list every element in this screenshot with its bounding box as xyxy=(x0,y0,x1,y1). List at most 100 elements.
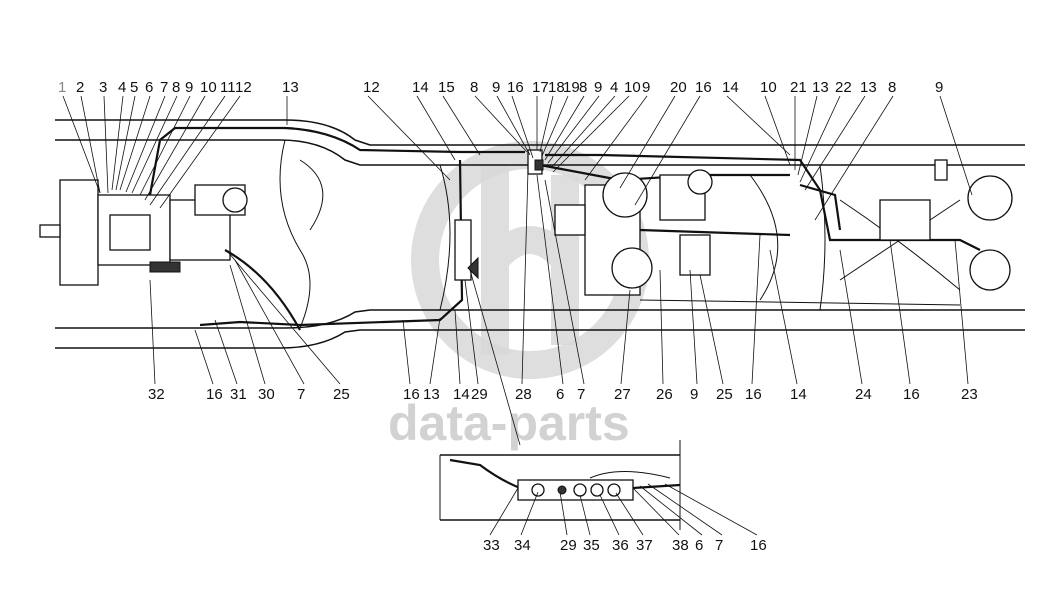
callout-label: 2 xyxy=(76,79,84,96)
callout-leader xyxy=(429,317,441,385)
callout-leader xyxy=(814,95,894,221)
callout-leader xyxy=(619,95,676,189)
inset-callout-label: 33 xyxy=(483,537,500,554)
callout-label: 25 xyxy=(716,386,733,403)
callout-leader xyxy=(119,95,151,191)
callout-label: 14 xyxy=(722,79,739,96)
rear-brake-assembly xyxy=(554,159,1013,296)
callout-leader xyxy=(454,309,461,385)
callout-leader xyxy=(62,95,101,194)
callout-leader xyxy=(103,95,109,194)
callout-label: 6 xyxy=(556,386,564,403)
callout-leader xyxy=(664,483,758,536)
inset-leader-line xyxy=(469,269,521,446)
callout-leader xyxy=(615,492,644,536)
callout-label: 13 xyxy=(812,79,829,96)
callout-label: 1 xyxy=(58,79,66,96)
callout-label: 4 xyxy=(610,79,618,96)
callout-leader xyxy=(547,95,600,164)
inset-detail xyxy=(439,440,681,530)
inset-callout-label: 35 xyxy=(583,537,600,554)
callout-leader xyxy=(139,95,191,196)
callout-leader xyxy=(599,494,620,536)
callout-label: 7 xyxy=(297,386,305,403)
callout-label: 27 xyxy=(614,386,631,403)
engine-block xyxy=(39,179,248,286)
callout-label: 10 xyxy=(624,79,641,96)
callout-label: 28 xyxy=(515,386,532,403)
callout-label: 16 xyxy=(507,79,524,96)
callout-leader xyxy=(227,251,341,385)
callout-label: 30 xyxy=(258,386,275,403)
callout-leader xyxy=(402,319,411,385)
junction-parts xyxy=(454,149,544,281)
callout-label: 24 xyxy=(855,386,872,403)
callout-leader xyxy=(954,239,969,385)
callout-leader xyxy=(544,179,585,385)
callout-leader xyxy=(149,95,226,206)
callout-label: 7 xyxy=(160,79,168,96)
callout-leader xyxy=(511,95,534,159)
callout-leader xyxy=(769,249,798,385)
callout-leader xyxy=(751,234,761,385)
callout-leaders xyxy=(62,95,973,536)
callout-leader xyxy=(659,269,664,385)
callout-leader xyxy=(234,259,305,385)
callout-leader xyxy=(442,95,481,156)
callout-leader xyxy=(552,95,630,173)
callout-label: 16 xyxy=(206,386,223,403)
callout-label: 12 xyxy=(363,79,380,96)
callout-label: 4 xyxy=(118,79,126,96)
callout-leader xyxy=(541,95,569,157)
callout-leader xyxy=(496,95,531,156)
callout-leader xyxy=(539,95,554,153)
callout-leader xyxy=(144,95,206,201)
callout-label: 11 xyxy=(220,79,236,96)
callout-leader xyxy=(520,491,539,536)
callout-label: 13 xyxy=(282,79,299,96)
inset-callout-label: 29 xyxy=(560,537,577,554)
watermark-text: data-parts xyxy=(388,395,630,451)
callout-label: 21 xyxy=(790,79,807,96)
callout-leader xyxy=(149,279,156,385)
callout-leader xyxy=(131,95,178,194)
callout-label: 9 xyxy=(690,386,698,403)
callout-leader xyxy=(80,95,101,194)
callout-leader xyxy=(799,95,841,183)
callout-label: 26 xyxy=(656,386,673,403)
inset-callout-label: 7 xyxy=(715,537,723,554)
callout-leader xyxy=(125,95,166,193)
callout-label: 32 xyxy=(148,386,165,403)
callout-label: 29 xyxy=(471,386,488,403)
callout-label: 19 xyxy=(563,79,580,96)
callout-leader xyxy=(536,174,564,385)
callout-label: 15 xyxy=(438,79,455,96)
callout-leader xyxy=(194,329,214,385)
callout-leader xyxy=(764,95,791,166)
callout-label: 9 xyxy=(935,79,943,96)
callout-label: 9 xyxy=(594,79,602,96)
callout-label: 18 xyxy=(548,79,565,96)
callout-leader xyxy=(647,483,723,536)
inset-callout-label: 38 xyxy=(672,537,689,554)
callout-leader xyxy=(620,289,631,385)
inset-callout-label: 37 xyxy=(636,537,653,554)
callout-leader xyxy=(579,494,591,536)
callout-label: 3 xyxy=(99,79,107,96)
callout-label: 16 xyxy=(745,386,762,403)
callout-label: 14 xyxy=(453,386,470,403)
callout-leader xyxy=(464,279,479,385)
callout-leader xyxy=(229,264,266,385)
callout-leader xyxy=(474,95,528,153)
callout-leader xyxy=(632,487,680,536)
callout-label: 10 xyxy=(200,79,217,96)
callout-label: 14 xyxy=(412,79,429,96)
callout-leader xyxy=(544,95,585,161)
callout-label: 23 xyxy=(961,386,978,403)
callout-label: 17 xyxy=(532,79,549,96)
callout-leader xyxy=(839,249,863,385)
callout-leader xyxy=(726,95,791,156)
callout-label: 7 xyxy=(577,386,585,403)
